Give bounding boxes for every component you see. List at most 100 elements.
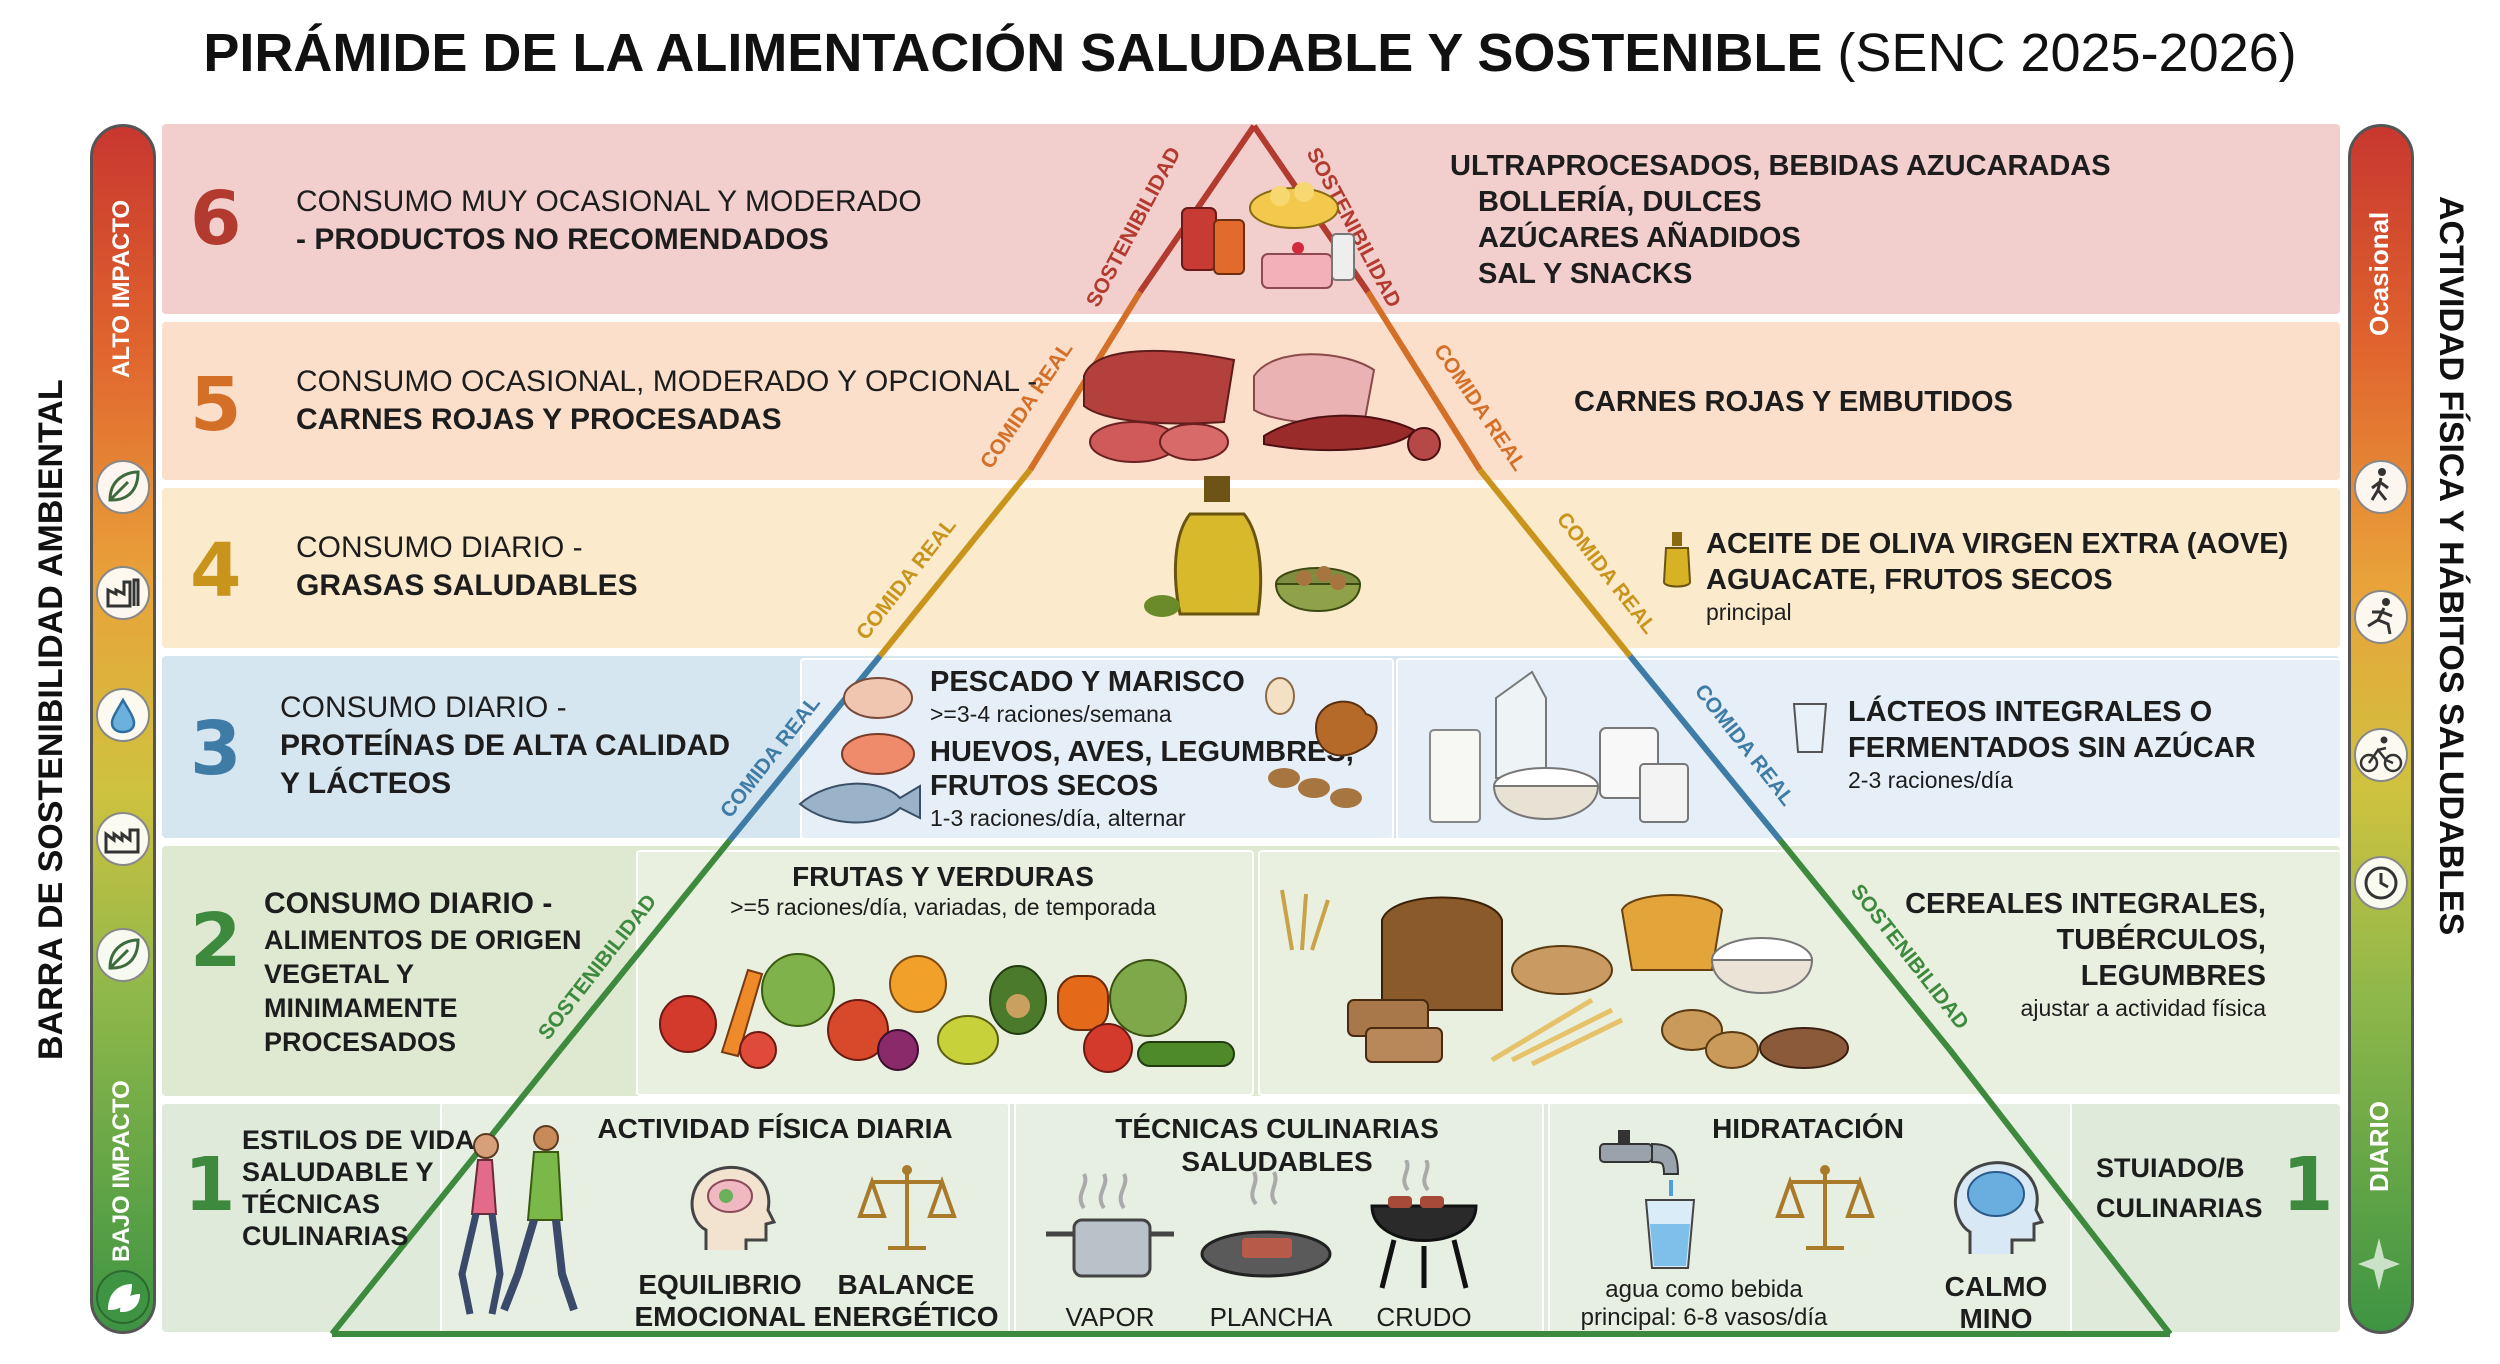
level3-eggs-title1: HUEVOS, AVES, LEGUMBRES,	[930, 736, 1354, 768]
walking-icon	[2354, 460, 2408, 514]
steam-pot-icon	[1046, 1173, 1174, 1278]
level1-tech-title: TÉCNICAS CULINARIAS SALUDABLES	[1115, 1113, 1439, 1177]
level1-hyd-title: HIDRATACIÓN	[1712, 1113, 1904, 1144]
level2-line4: MINIMAMENTE	[264, 993, 458, 1023]
protein-illustration-left	[798, 677, 921, 824]
leaf-icon	[96, 928, 150, 982]
level1-eq-1: EQUILIBRIO	[638, 1269, 802, 1300]
level2-line3: VEGETAL Y	[264, 959, 415, 989]
level4-line1: CONSUMO DIARIO -	[296, 531, 583, 564]
level1-water-2: principal: 6-8 vasos/día	[1580, 1304, 1828, 1331]
level2-cereals-2: TUBÉRCULOS,	[2056, 924, 2266, 956]
level1-bal-2: ENERGÉTICO	[813, 1301, 999, 1332]
level2-line5: PROCESADOS	[264, 1027, 457, 1057]
level1-activity-title: ACTIVIDAD FÍSICA DIARIA	[597, 1113, 953, 1144]
level1-plancha: PLANCHA	[1209, 1302, 1333, 1332]
leaf-icon	[96, 460, 150, 514]
level2-cereals-3: LEGUMBRES	[2080, 960, 2266, 992]
level5-line1: CONSUMO OCASIONAL, MODERADO Y OPCIONAL -	[296, 365, 1038, 398]
level4-line2: GRASAS SALUDABLES	[296, 569, 638, 602]
level3-number: 3	[190, 706, 242, 792]
balance-scale-icon	[1775, 1165, 1875, 1250]
level1-vapor: VAPOR	[1065, 1302, 1155, 1332]
level3-line2: PROTEÍNAS DE ALTA CALIDAD	[280, 729, 730, 762]
level4-right-2: AGUACATE, FRUTOS SECOS	[1706, 564, 2113, 596]
running-icon	[2354, 590, 2408, 644]
level6-right-1: ULTRAPROCESADOS, BEBIDAS AZUCARADAS	[1450, 150, 2111, 182]
clock-icon	[2354, 856, 2408, 910]
water-tap-icon	[1599, 1130, 1680, 1196]
factory-icon	[96, 566, 150, 620]
fruits-vegetables-illustration	[659, 953, 1235, 1073]
level1-left-2: SALUDABLE Y	[242, 1157, 434, 1187]
level6-right-2: BOLLERÍA, DULCES	[1478, 186, 1762, 218]
right-bottom-label: DIARIO	[2364, 1101, 2394, 1192]
water-drop-icon	[96, 688, 150, 742]
level2-cereals-1: CEREALES INTEGRALES,	[1905, 888, 2266, 920]
level4-right-note: principal	[1706, 599, 1792, 625]
level6-number: 6	[190, 176, 242, 262]
oil-bottle-icon	[1662, 532, 1692, 588]
level3-dairy-1: LÁCTEOS INTEGRALES O	[1848, 696, 2213, 728]
page-title: PIRÁMIDE DE LA ALIMENTACIÓN SALUDABLE Y …	[0, 22, 2500, 84]
level2-line1: CONSUMO DIARIO -	[264, 887, 553, 920]
level1-crudo: CRUDO	[1376, 1302, 1472, 1332]
junk-food-illustration	[1181, 182, 1355, 289]
meat-illustration	[1083, 349, 1441, 463]
level2-number: 2	[190, 898, 242, 984]
glass-icon	[1792, 703, 1828, 753]
level1-number: 1	[184, 1142, 236, 1228]
level5-right: CARNES ROJAS Y EMBUTIDOS	[1574, 386, 2013, 418]
right-top-label: Ocasional	[2364, 211, 2394, 336]
factory-icon	[96, 812, 150, 866]
level3-line1: CONSUMO DIARIO -	[280, 691, 567, 724]
level1-right-number: 1	[2282, 1142, 2334, 1228]
level1-bal-1: BALANCE	[837, 1269, 975, 1300]
level5-number: 5	[190, 362, 242, 448]
level3-fish-title: PESCADO Y MARISCO	[930, 666, 1245, 698]
water-glass-icon	[1644, 1199, 1696, 1269]
level3-eggs-title2: FRUTOS SECOS	[930, 770, 1159, 802]
level3-dairy-2: FERMENTADOS SIN AZÚCAR	[1848, 732, 2256, 764]
leaf-badge-icon	[96, 1270, 150, 1324]
level4-number: 4	[190, 528, 242, 614]
cycling-icon	[2354, 728, 2408, 782]
level1-water-1: agua como bebida	[1605, 1276, 1803, 1303]
level4-right-1: ACEITE DE OLIVA VIRGEN EXTRA (AOVE)	[1706, 528, 2289, 560]
level5-line2: CARNES ROJAS Y PROCESADAS	[296, 403, 782, 436]
barbecue-icon	[1370, 1160, 1478, 1289]
left-bottom-label: BAJO IMPACTO	[108, 1080, 135, 1262]
sparkle-icon	[2354, 1232, 2408, 1290]
level6-right-4: SAL Y SNACKS	[1478, 258, 1693, 290]
level3-line3: Y LÁCTEOS	[280, 767, 452, 800]
level1-right-1: STUIADO/B	[2096, 1153, 2245, 1183]
brain-head-icon	[1954, 1161, 2045, 1254]
dairy-illustration	[1429, 670, 1689, 823]
balance-scale-icon	[857, 1165, 957, 1250]
level2-line2: ALIMENTOS DE ORIGEN	[264, 925, 582, 955]
level1-eq-2: EMOCIONAL	[634, 1301, 806, 1332]
level2-fruits-title: FRUTAS Y VERDURAS	[792, 861, 1094, 892]
grill-pan-icon	[1200, 1171, 1332, 1278]
left-top-label: ALTO IMPACTO	[108, 199, 135, 378]
level1-left-3: TÉCNICAS	[242, 1189, 381, 1219]
level2-cereals-note: ajustar a actividad física	[2020, 995, 2266, 1021]
level1-calm-1: CALMO	[1944, 1271, 2048, 1302]
right-sidebar-title: ACTIVIDAD FÍSICA Y HÁBITOS SALUDABLES	[2432, 196, 2470, 936]
level5-band	[162, 322, 2340, 480]
level3-dairy-note: 2-3 raciones/día	[1848, 767, 2013, 793]
level3-fish-note: >=3-4 raciones/semana	[930, 701, 1172, 727]
level6-right-3: AZÚCARES AÑADIDOS	[1478, 222, 1801, 254]
level1-right-2: CULINARIAS	[2096, 1193, 2263, 1223]
brain-head-icon	[690, 1165, 777, 1250]
level1-left-4: CULINARIAS	[242, 1221, 409, 1251]
level1-left-1: ESTILOS DE VIDA	[242, 1125, 475, 1155]
protein-illustration-right	[1265, 677, 1378, 808]
cereals-tubers-illustration	[1280, 889, 1849, 1069]
level6-band	[162, 124, 2340, 314]
level3-eggs-note: 1-3 raciones/día, alternar	[930, 805, 1186, 831]
level6-line2: - PRODUCTOS NO RECOMENDADOS	[296, 223, 829, 256]
title-main: PIRÁMIDE DE LA ALIMENTACIÓN SALUDABLE Y …	[203, 23, 1823, 83]
oil-nuts-illustration	[1144, 476, 1362, 617]
title-sub: (SENC 2025-2026)	[1837, 23, 2297, 83]
